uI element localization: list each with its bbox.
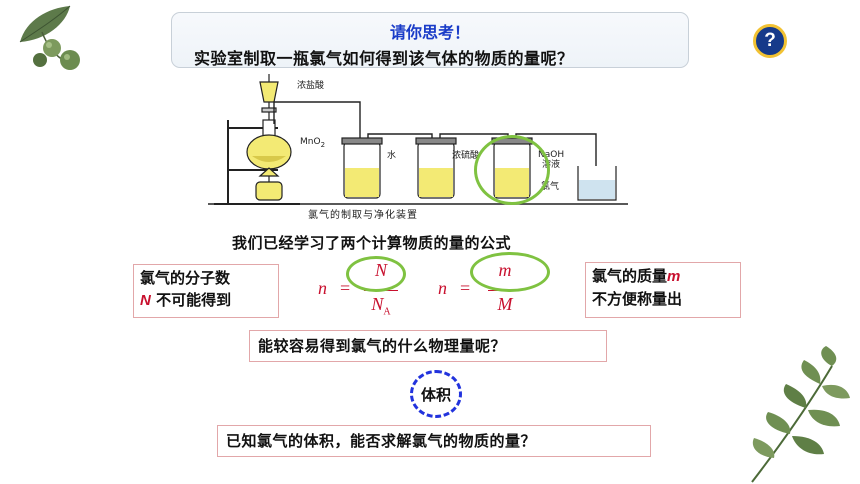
alcohol-burner bbox=[255, 167, 283, 201]
beaker bbox=[577, 166, 617, 201]
label-mno2: MnO2 bbox=[300, 137, 326, 149]
highlight-ring-m bbox=[470, 252, 550, 292]
note-mass: 氯气的质量m 不方便称量出 bbox=[585, 262, 741, 318]
note-right-line2: 不方便称量出 bbox=[592, 290, 683, 308]
separatory-funnel bbox=[259, 74, 279, 120]
apparatus-caption: 氯气的制取与净化装置 bbox=[308, 210, 418, 221]
formula1-lhs: n bbox=[318, 278, 327, 298]
note-left-line1: 氯气的分子数 bbox=[140, 269, 231, 287]
volume-badge: 体积 bbox=[410, 370, 462, 418]
question-volume-to-moles: 已知氯气的体积，能否求解氯气的物质的量？ bbox=[217, 425, 651, 457]
apparatus-diagram bbox=[208, 74, 628, 205]
label-naoh-2: 溶液 bbox=[542, 160, 561, 170]
label-h2so4: 浓硫酸 bbox=[452, 151, 480, 161]
section-subtitle: 我们已经学习了两个计算物质的量的公式 bbox=[232, 234, 512, 252]
note-molecule-count: 氯气的分子数 N 不可能得到 bbox=[133, 264, 279, 318]
note-left-line2: N 不可能得到 bbox=[140, 291, 232, 309]
label-hcl: 浓盐酸 bbox=[297, 81, 325, 91]
formula2-eq: = bbox=[460, 278, 471, 298]
highlight-ring-n bbox=[346, 256, 406, 292]
formula2-denominator: M bbox=[497, 294, 513, 314]
label-cl2: 氯气 bbox=[541, 182, 560, 192]
berry-leaf-decoration bbox=[19, 5, 80, 70]
wash-bottle-water bbox=[341, 137, 383, 199]
title-question: 实验室制取一瓶氯气如何得到该气体的物质的量呢？ bbox=[194, 49, 574, 68]
title-box: 请你思考！ 实验室制取一瓶氯气如何得到该气体的物质的量呢？ bbox=[171, 12, 689, 68]
fern-leaf-decoration bbox=[751, 346, 850, 483]
wash-bottle-acid bbox=[415, 137, 457, 199]
question-mark-icon[interactable]: ? bbox=[753, 24, 787, 58]
label-naoh-1: NaOH bbox=[538, 150, 565, 160]
formula1-denominator: NA bbox=[371, 294, 391, 318]
title-heading: 请你思考！ bbox=[389, 23, 470, 42]
label-water: 水 bbox=[387, 151, 397, 161]
note-right-line1: 氯气的质量m bbox=[592, 267, 681, 285]
formula1-eq: = bbox=[340, 278, 351, 298]
formula2-lhs: n bbox=[438, 278, 447, 298]
highlight-ring-bottle bbox=[474, 135, 550, 205]
question-physical-quantity: 能较容易得到氯气的什么物理量呢？ bbox=[249, 330, 607, 362]
